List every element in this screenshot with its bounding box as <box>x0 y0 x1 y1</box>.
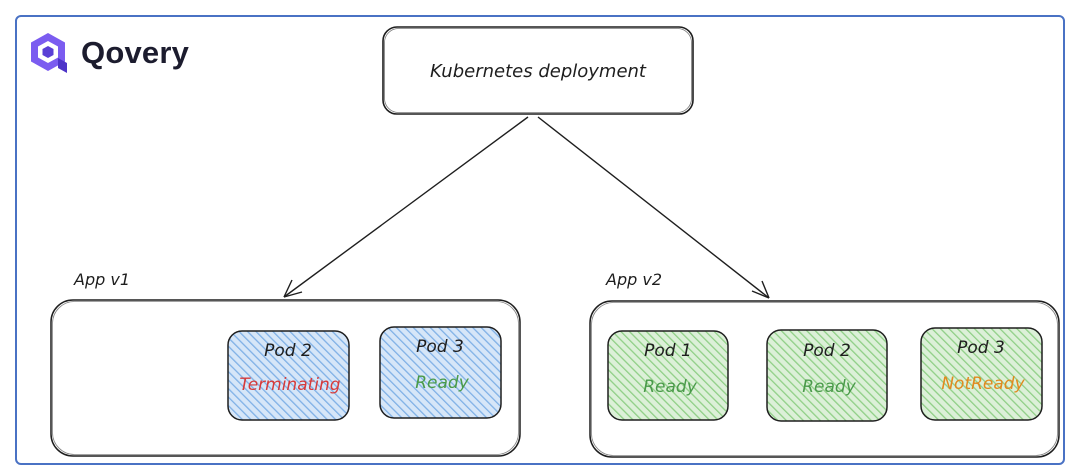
group-app-v2 <box>589 300 1060 458</box>
pod-status-terminating: Terminating <box>239 375 340 395</box>
root-node: Kubernetes deployment <box>382 26 694 115</box>
pod-app-v2-pod-2: Pod 2 Ready <box>766 329 888 422</box>
root-label: Kubernetes deployment <box>430 61 647 82</box>
pod-title: Pod 3 <box>957 338 1005 358</box>
group-label-app-v2: App v2 <box>605 270 662 289</box>
arrow-to-app-v2 <box>537 116 770 299</box>
pod-title: Pod 2 <box>803 341 851 361</box>
brand-logo: Qovery <box>27 30 189 76</box>
pod-app-v1-pod-2: Pod 2 Terminating <box>227 330 350 421</box>
pod-app-v1-pod-3: Pod 3 Ready <box>379 326 502 419</box>
pod-status-ready: Ready <box>802 377 856 397</box>
pod-status-ready: Ready <box>643 377 697 397</box>
pod-app-v2-pod-3: Pod 3 NotReady <box>920 327 1043 421</box>
pod-status-not-ready: NotReady <box>941 374 1025 394</box>
brand-name: Qovery <box>81 35 190 70</box>
qovery-hexagon-logo-icon <box>31 33 67 73</box>
pod-title: Pod 2 <box>264 341 312 361</box>
group-label-app-v1: App v1 <box>73 270 130 289</box>
pod-title: Pod 1 <box>644 341 692 361</box>
pod-app-v2-pod-1: Pod 1 Ready <box>607 330 729 421</box>
pod-status-ready: Ready <box>415 373 469 393</box>
group-app-v1 <box>50 299 521 457</box>
pod-title: Pod 3 <box>416 337 464 357</box>
arrow-to-app-v1 <box>283 116 529 298</box>
